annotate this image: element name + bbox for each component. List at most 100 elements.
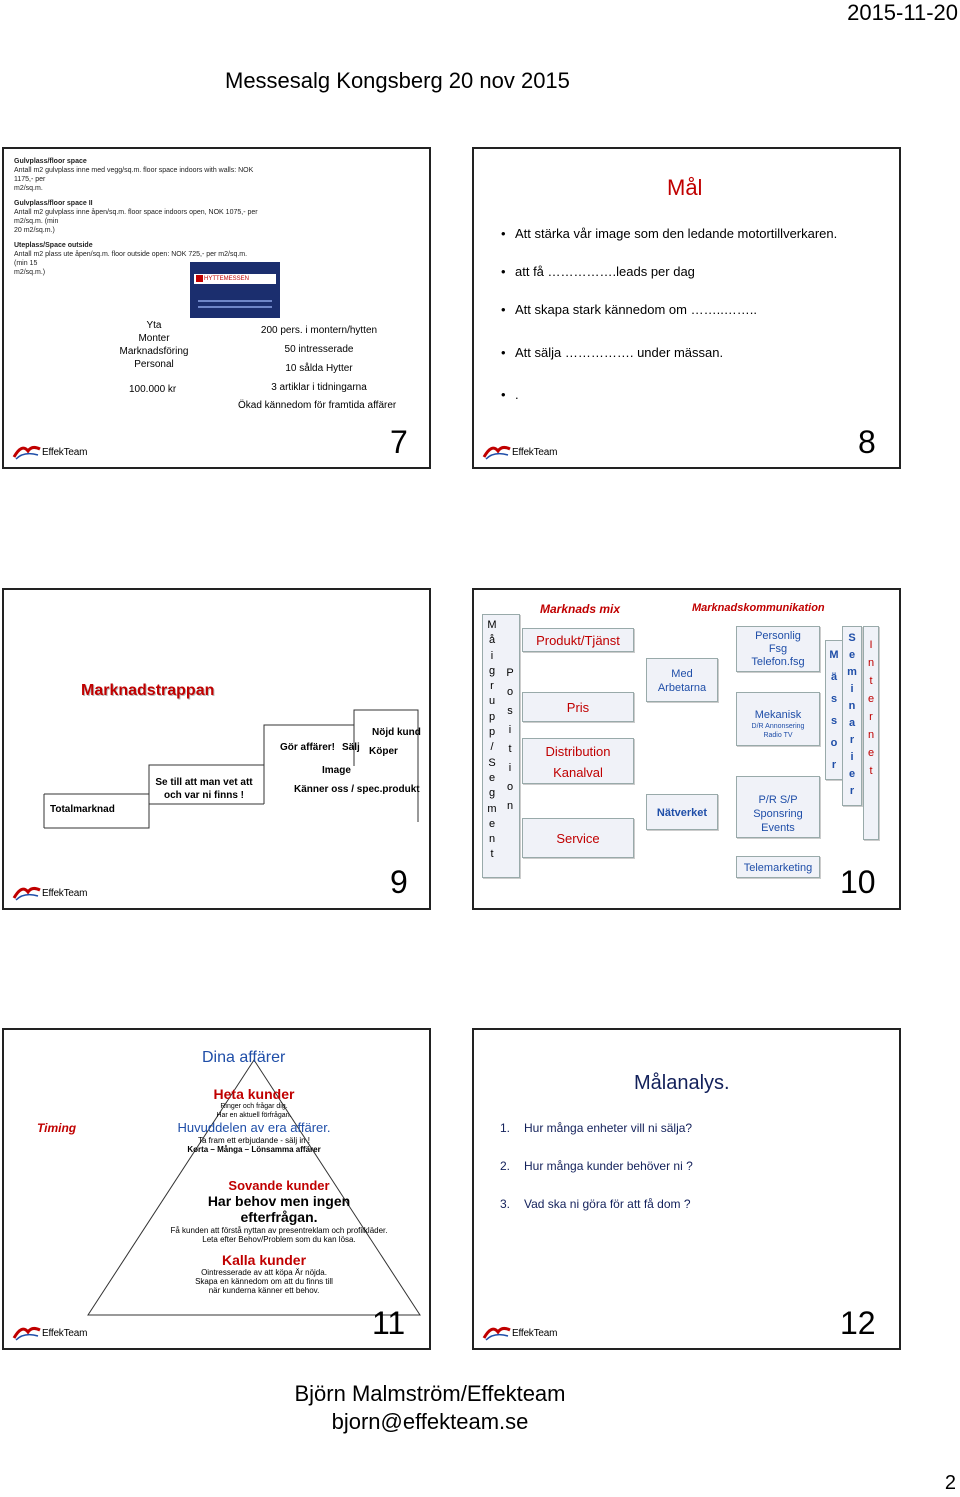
sovande-line: Leta efter Behov/Problem som du kan lösa…: [202, 1235, 356, 1244]
bullet-icon: •: [501, 264, 506, 279]
sovande-line: Få kunden att förstå nyttan av presentre…: [170, 1226, 388, 1235]
logo-text: EffekTeam: [512, 447, 558, 458]
telemarketing-box: Telemarketing: [736, 856, 820, 878]
question-text: Vad ska ni göra för att få dom ?: [524, 1197, 691, 1211]
step-kanner-oss: Känner oss / spec.produkt: [294, 784, 420, 795]
effekteam-logo: EffekTeam: [12, 441, 92, 463]
internet-column: [863, 626, 879, 840]
pris-label: Pris: [566, 700, 590, 715]
question-number: 1.: [500, 1121, 511, 1135]
bullet-text: .: [515, 387, 519, 402]
vertical-letter: e: [867, 693, 875, 705]
vertical-letter: r: [869, 711, 873, 723]
vertical-letter: n: [488, 833, 496, 846]
result-item: Ökad kännedom för framtida affärer: [238, 400, 397, 411]
vertical-letter: t: [869, 765, 873, 777]
customer-pyramid: [87, 1059, 421, 1316]
vertical-letter: t: [508, 743, 512, 755]
service-box: Service: [522, 818, 634, 858]
vertical-letter: s: [830, 715, 838, 727]
vertical-letter: e: [488, 817, 496, 830]
slide-heading: Dina affärer: [202, 1049, 286, 1066]
hyttemessen-banner: HYTTEMESSEN: [190, 262, 280, 318]
kalla-line: Ointresserade av att köpa Är nöjda.: [201, 1268, 327, 1277]
vertical-letter: i: [508, 762, 512, 774]
marknads-mix-header: Marknads mix: [540, 602, 621, 616]
stray-bullet: •.: [501, 387, 519, 402]
kanalval-label: Kanalval: [553, 765, 603, 780]
sovande-title: Sovande kunder: [228, 1178, 330, 1193]
mekanisk-box: Mekanisk D/R Annonsering Radio TV: [736, 692, 820, 746]
question-text: Hur många kunder behöver ni ?: [524, 1159, 693, 1173]
logo-swoosh-icon: [12, 445, 41, 460]
timing-label: Timing: [37, 1121, 77, 1135]
page-date: 2015-11-20: [847, 0, 958, 25]
bullet-text: Att stärka vår image som den ledande mot…: [515, 226, 838, 241]
doc-line: Antall m2 gulvplass inne åpen/sq.m. floo…: [14, 209, 258, 225]
vertical-letter: r: [849, 785, 855, 797]
step-salj: Sälj: [342, 742, 360, 753]
page-title: Messesalg Kongsberg 20 nov 2015: [225, 68, 570, 93]
vertical-letter: i: [508, 724, 512, 736]
personlig-box: Personlig Fsg Telefon.fsg: [736, 626, 820, 672]
bullet-item: •att få …………….leads per dag: [501, 264, 695, 279]
investment-list: Yta Monter Marknadsföring Personal: [104, 319, 204, 371]
list-item: 50 intresserade: [284, 344, 354, 355]
slide-number: 8: [858, 424, 876, 460]
list-item: Yta: [146, 320, 162, 331]
doc-heading: Gulvplass/floor space: [14, 158, 87, 165]
banner-title-strip: [194, 274, 276, 284]
step-image: Image: [322, 765, 351, 776]
slide-heading: Mål: [667, 175, 703, 200]
step-kannedom: Se till att man vet att och var ni finns…: [149, 776, 259, 802]
vertical-letter: t: [869, 675, 873, 687]
kalla-title: Kalla kunder: [221, 1252, 307, 1268]
marknadskommunikation-header: Marknadskommunikation: [692, 602, 825, 614]
natverket-label: Nätverket: [656, 807, 708, 819]
vertical-letter: P: [506, 667, 514, 679]
footer-name: Björn Malmström/Effekteam: [294, 1381, 566, 1406]
arbetarna-label: Arbetarna: [657, 682, 707, 694]
effekteam-logo: EffekTeam: [12, 1322, 92, 1344]
slide-8: Mål •Att stärka vår image som den ledand…: [472, 147, 901, 469]
logo-text: EffekTeam: [42, 1328, 88, 1339]
effekteam-logo: EffekTeam: [482, 441, 562, 463]
pr-sp-box: P/R S/P Sponsring Events: [736, 776, 820, 838]
vertical-letter: e: [848, 768, 856, 780]
house-icon: [196, 275, 203, 282]
vertical-letter: ä: [830, 671, 838, 683]
vertical-letter: e: [848, 649, 856, 661]
slide-number: 10: [840, 864, 876, 900]
logo-swoosh-icon: [12, 1326, 41, 1341]
sovande-details: Få kunden att förstå nyttan av presentre…: [104, 1226, 429, 1244]
bullet-icon: •: [501, 387, 506, 402]
list-item: Monter: [138, 333, 170, 344]
sovande-kunder-group: Sovande kunder Har behov men ingen efter…: [154, 1178, 404, 1225]
doc-line: Antall m2 plass ute åpen/sq.m. floor out…: [14, 251, 248, 267]
slide-11: Dina affärer Timing Heta kunder Ringer o…: [2, 1028, 431, 1350]
dr-label: D/R Annonsering: [751, 723, 805, 730]
malgrupp-column: [482, 614, 520, 878]
logo-swoosh-icon: [482, 445, 511, 460]
banner-line: [198, 306, 272, 308]
staircase-diagram: [43, 709, 419, 829]
kalla-kunder-group: Kalla kunder Ointresserade av att köpa Ä…: [134, 1252, 394, 1295]
slide-number: 12: [840, 1305, 876, 1341]
bullet-item: •Att stärka vår image som den ledande mo…: [501, 226, 838, 241]
produkt-box: Produkt/Tjänst: [522, 628, 634, 652]
step-koper: Köper: [369, 746, 398, 757]
doc-heading: Uteplass/Space outside: [14, 242, 93, 249]
vertical-letter: å: [488, 634, 496, 647]
huvud-line: Korta – Många – Lönsamma affärer: [187, 1145, 321, 1154]
footer-email[interactable]: bjorn@effekteam.se: [331, 1409, 529, 1434]
vertical-letter: e: [488, 771, 496, 784]
logo-swoosh-icon: [12, 886, 41, 901]
list-item: 200 pers. i montern/hytten: [260, 325, 378, 336]
slide-9: Marknadstrappan Totalmarknad Se till att…: [2, 588, 431, 910]
doc-line: Antall m2 gulvplass inne med vegg/sq.m. …: [14, 167, 254, 183]
distribution-label: Distribution: [545, 744, 611, 759]
